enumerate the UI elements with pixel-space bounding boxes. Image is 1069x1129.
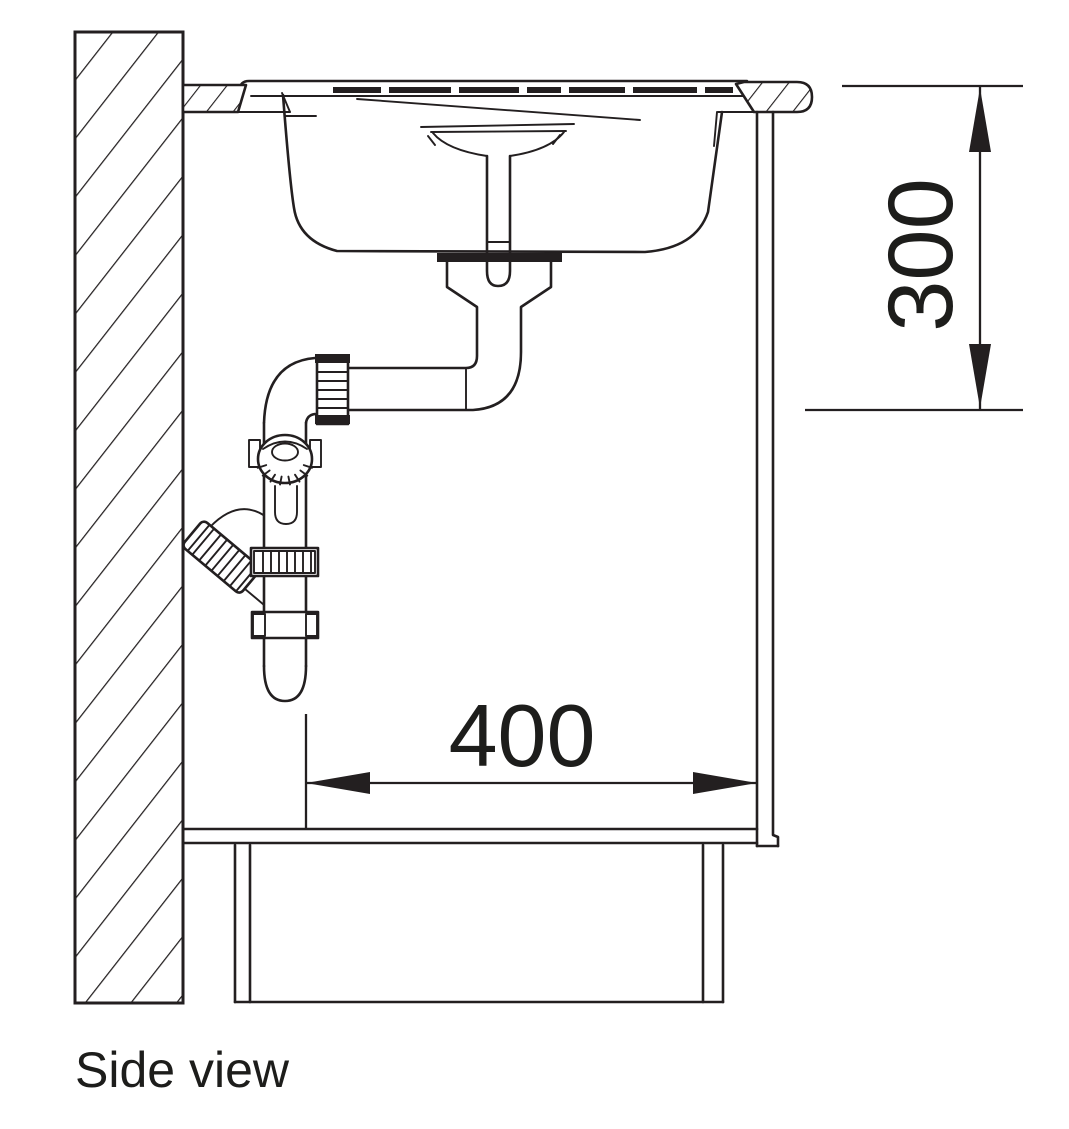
dim-300-arrow-up bbox=[969, 88, 991, 152]
strainer-plate-top bbox=[420, 123, 575, 128]
strainer-funnel-right bbox=[509, 131, 565, 157]
countertop-right-section bbox=[734, 80, 814, 114]
bowl-outline bbox=[281, 93, 724, 254]
pipe-inner-slot bbox=[274, 485, 298, 525]
knob-wheel bbox=[256, 433, 314, 485]
branch-end-cap bbox=[186, 523, 216, 556]
dimension-300: 300 bbox=[805, 84, 1023, 412]
drainboard-ribs bbox=[333, 87, 733, 93]
pipe-rounded-end bbox=[262, 664, 308, 703]
trap-coupling-nut bbox=[249, 546, 320, 578]
bowl-inner-ledge bbox=[356, 98, 641, 121]
countertop bbox=[181, 80, 814, 114]
sink-bowl bbox=[281, 93, 724, 254]
tailpipe-walls bbox=[485, 154, 512, 255]
caption: Side view bbox=[75, 1042, 290, 1098]
nut-cap-bottom bbox=[315, 415, 350, 424]
drain-body-left bbox=[345, 260, 479, 370]
strainer-ticks bbox=[427, 134, 561, 146]
wall-section bbox=[73, 30, 185, 1005]
drain-body-right bbox=[345, 260, 553, 412]
pipe-clamp bbox=[250, 610, 320, 640]
base-cabinet bbox=[181, 110, 780, 1004]
knob-center-hole bbox=[271, 442, 299, 462]
tailpipe-end bbox=[485, 260, 512, 288]
elbow-outer bbox=[262, 356, 317, 425]
coupling-nut-ribs bbox=[262, 550, 312, 574]
dim-400-label: 400 bbox=[449, 686, 596, 785]
drain-waste-assembly bbox=[345, 253, 562, 412]
knob-top-face bbox=[262, 440, 308, 450]
drain-gasket-band bbox=[437, 253, 562, 262]
strainer-assembly bbox=[420, 123, 575, 288]
coupling-nut-inner bbox=[253, 550, 316, 574]
knob-knurling bbox=[256, 464, 313, 486]
dim-400-arrow-right bbox=[693, 772, 757, 794]
branch-lower-curve bbox=[244, 588, 265, 606]
nut-threads bbox=[317, 371, 348, 409]
trap-elbow bbox=[262, 356, 317, 425]
plinth-right-edge bbox=[701, 843, 725, 1004]
elbow-inner bbox=[304, 412, 317, 425]
dim-300-label: 300 bbox=[870, 178, 972, 332]
trap-knob bbox=[248, 433, 322, 486]
plinth-left-edge bbox=[233, 843, 252, 1004]
dim-400-arrow-left bbox=[306, 772, 370, 794]
dimension-400: 400 bbox=[304, 686, 757, 829]
countertop-left-section bbox=[181, 83, 248, 114]
nut-cap-top bbox=[315, 354, 350, 363]
coupling-nut-body bbox=[249, 546, 320, 578]
strainer-plate-bottom bbox=[430, 130, 567, 133]
plinth bbox=[233, 843, 725, 1004]
branch-arc bbox=[209, 508, 266, 528]
dim-300-arrow-down bbox=[969, 344, 991, 408]
clamp-tab-right bbox=[305, 613, 318, 637]
wall-hatch bbox=[73, 30, 185, 1005]
side-panel-outer bbox=[771, 110, 780, 848]
pipe-union-nut bbox=[315, 354, 350, 426]
clamp-tab-left bbox=[252, 613, 266, 637]
sink-rim bbox=[237, 79, 749, 113]
strainer-funnel-left bbox=[432, 132, 488, 157]
branch-threads bbox=[198, 533, 259, 593]
bowl-right-inner bbox=[713, 111, 718, 147]
branch-body bbox=[182, 520, 261, 594]
